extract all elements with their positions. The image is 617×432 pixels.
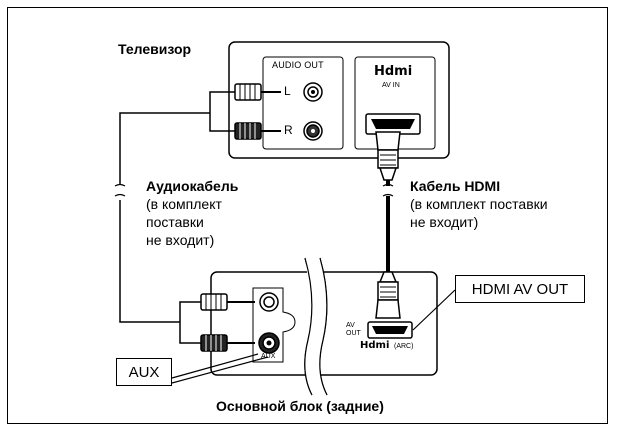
main-unit-arc-label: (ARC) [394, 343, 414, 350]
main-unit-aux-small-label: AUX [261, 353, 276, 360]
hdmi-av-out-callout: HDMI AV OUT [455, 275, 585, 303]
tv-hdmi-port [365, 113, 421, 135]
main-audio-cable-fork [179, 301, 201, 344]
hdmi-cable-note-1: (в комплект поставки [410, 196, 548, 212]
main-unit-out-label: OUT [346, 330, 361, 337]
tv-r-label: R [284, 123, 293, 137]
tv-jack-l [303, 82, 323, 102]
audio-cable-break [114, 183, 126, 197]
tv-l-label: L [284, 84, 291, 98]
tv-jack-r [303, 121, 323, 141]
diagram-frame [7, 7, 608, 424]
audio-cable-note-3: не входит) [146, 232, 215, 248]
tv-audio-out-label: AUDIO OUT [272, 60, 324, 70]
audio-cable-title: Аудиокабель [146, 178, 239, 194]
hdmi-cable-note-2: не входит) [410, 214, 479, 230]
leader-lines [171, 289, 456, 384]
aux-callout: AUX [116, 358, 172, 386]
main-unit-jack-top [259, 292, 279, 312]
main-unit-caption: Основной блок (задние) [216, 398, 384, 414]
audio-cable-note-2: поставки [146, 214, 204, 230]
tv-audio-plug-r [234, 122, 281, 140]
tv-title: Телевизор [118, 41, 192, 57]
main-audio-plug-bottom [200, 334, 255, 352]
tv-audio-out-panel [262, 56, 344, 150]
main-audio-plug-top [200, 293, 255, 311]
main-unit-jack-aux [258, 332, 280, 354]
main-unit-av-label: AV [346, 322, 355, 329]
main-unit-hdmi-logo: Hdmi [360, 340, 390, 351]
audio-cable-note-1: (в комплект [146, 196, 222, 212]
tv-hdmi-logo: Hdmi [374, 64, 413, 79]
main-unit-hdmi-port [367, 321, 413, 339]
tv-av-in-label: AV IN [382, 82, 400, 89]
hdmi-cable [375, 131, 401, 319]
audio-cable-wire [119, 91, 235, 323]
hdmi-cable-title: Кабель HDMI [410, 178, 501, 194]
